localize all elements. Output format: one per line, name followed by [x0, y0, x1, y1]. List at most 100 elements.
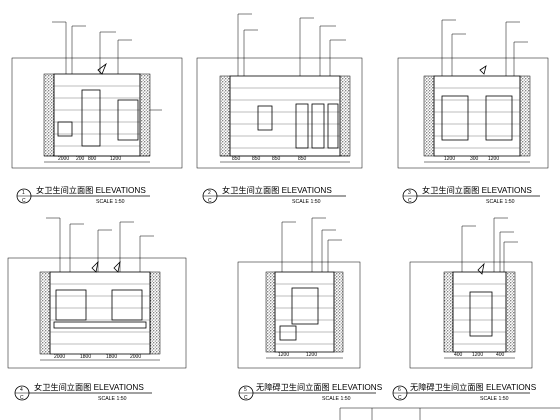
- tile-grid: [275, 283, 334, 345]
- tile-grid: [434, 87, 520, 149]
- dim-text: 1800: [80, 354, 91, 360]
- elevation-6: 400 1200 400 6 C 无障碍卫生间立面图 ELEVATIONS SC…: [392, 217, 537, 402]
- wall-right: [149, 271, 161, 355]
- wall-left: [43, 73, 55, 157]
- drawing-title: 无障碍卫生间立面图 ELEVATIONS: [256, 382, 383, 392]
- wall-face: [49, 271, 151, 355]
- cubicle-door: [295, 103, 309, 149]
- leader-lines: [441, 19, 528, 76]
- mirror-panel: [441, 95, 469, 141]
- tile-grid: [54, 85, 140, 147]
- drawing-scale: SCALE 1:50: [486, 199, 515, 205]
- lamp-symbol: [91, 260, 99, 273]
- view-frame: [196, 57, 363, 169]
- toilet: [57, 121, 73, 137]
- drawing-number: 1: [22, 190, 25, 196]
- drawing-scale: SCALE 1:50: [98, 396, 127, 402]
- sheet-ref: C: [398, 395, 402, 401]
- tile-grid: [230, 87, 340, 149]
- vanity-counter: [53, 321, 147, 329]
- drawing-scale: SCALE 1:50: [480, 396, 509, 402]
- mirror-panel: [55, 289, 87, 321]
- wall-right: [139, 73, 151, 157]
- wall-right: [333, 271, 344, 353]
- elevation-2: 850 850 850 850 2 C 女卫生间立面图 ELEVATIONS S…: [196, 13, 363, 205]
- lamp-symbol: [479, 65, 487, 75]
- wall-right: [505, 271, 516, 353]
- cabinet: [257, 105, 273, 131]
- elevation-1: 2000 200 800 1200 1 C 女卫生间立面图 ELEVATIONS…: [11, 21, 183, 205]
- dim-text: 1800: [106, 354, 117, 360]
- wall-face: [274, 271, 335, 353]
- cubicle-door: [327, 103, 339, 149]
- dim-text: 2000: [58, 156, 69, 162]
- leader-lines: [237, 13, 346, 76]
- view-frame: [397, 57, 549, 169]
- view-frame: [237, 261, 361, 369]
- drawing-title: 女卫生间立面图 ELEVATIONS: [34, 382, 144, 392]
- dim-text: 850: [272, 156, 281, 162]
- drawing-title: 女卫生间立面图 ELEVATIONS: [422, 185, 532, 195]
- drawing-scale: SCALE 1:50: [292, 199, 321, 205]
- dim-text: 850: [232, 156, 241, 162]
- sheet-ref: C: [20, 395, 24, 401]
- view-frame: [11, 57, 183, 169]
- wash-basin: [279, 325, 297, 341]
- dim-text: 400: [454, 352, 463, 358]
- drawing-number: 4: [20, 387, 23, 393]
- dim-text: 2000: [130, 354, 141, 360]
- title-block: [339, 407, 560, 420]
- door: [81, 89, 101, 147]
- dim-text: 2000: [54, 354, 65, 360]
- lamp-symbol: [477, 262, 485, 275]
- wall-left: [423, 75, 435, 157]
- dim-text: 1200: [444, 156, 455, 162]
- view-frame: [7, 257, 187, 369]
- dim-text: 1200: [472, 352, 483, 358]
- leader-lines: [281, 217, 342, 272]
- wall-right: [339, 75, 351, 157]
- elevation-3: 1200 300 1200 3 C 女卫生间立面图 ELEVATIONS SCA…: [397, 19, 549, 205]
- leader-lines: [461, 217, 518, 272]
- lamp-symbol: [97, 62, 107, 75]
- dim-text: 1200: [110, 156, 121, 162]
- sheet-ref: C: [408, 198, 412, 204]
- wall-face: [53, 73, 141, 157]
- drawing-scale: SCALE 1:50: [322, 396, 351, 402]
- wall-left: [219, 75, 231, 157]
- dim-text: 300: [470, 156, 479, 162]
- drawing-number: 2: [208, 190, 211, 196]
- wall-left: [265, 271, 276, 353]
- view-frame: [409, 261, 533, 369]
- dim-text: 1200: [306, 352, 317, 358]
- sheet-ref: C: [244, 395, 248, 401]
- sheet-ref: C: [22, 198, 26, 204]
- dim-text: 1200: [488, 156, 499, 162]
- drawing-title: 女卫生间立面图 ELEVATIONS: [36, 185, 146, 195]
- mirror-panel: [291, 287, 319, 325]
- elevation-4: 2000 1800 1800 2000 4 C 女卫生间立面图 ELEVATIO…: [7, 217, 187, 402]
- leader-lines: [46, 217, 154, 272]
- elevation-5: 1200 1200 5 C 无障碍卫生间立面图 ELEVATIONS SCALE…: [237, 217, 383, 402]
- wall-right: [519, 75, 531, 157]
- dim-text: 800: [88, 156, 97, 162]
- partition: [117, 99, 139, 141]
- leader-lines: [52, 21, 162, 111]
- dim-text: 850: [298, 156, 307, 162]
- lamp-symbol: [113, 260, 121, 273]
- cubicle-door: [311, 103, 325, 149]
- drawing-title: 无障碍卫生间立面图 ELEVATIONS: [410, 382, 537, 392]
- dim-text: 850: [252, 156, 261, 162]
- drawing-number: 5: [244, 387, 247, 393]
- wall-left: [39, 271, 51, 355]
- drawing-title: 女卫生间立面图 ELEVATIONS: [222, 185, 332, 195]
- dim-text: 1200: [278, 352, 289, 358]
- dim-text: 200: [76, 156, 85, 162]
- drawing-scale: SCALE 1:50: [96, 199, 125, 205]
- drawing-number: 6: [398, 387, 401, 393]
- mirror-panel: [111, 289, 143, 321]
- door: [469, 291, 493, 337]
- drawing-number: 3: [408, 190, 411, 196]
- dim-text: 400: [496, 352, 505, 358]
- sheet-ref: C: [208, 198, 212, 204]
